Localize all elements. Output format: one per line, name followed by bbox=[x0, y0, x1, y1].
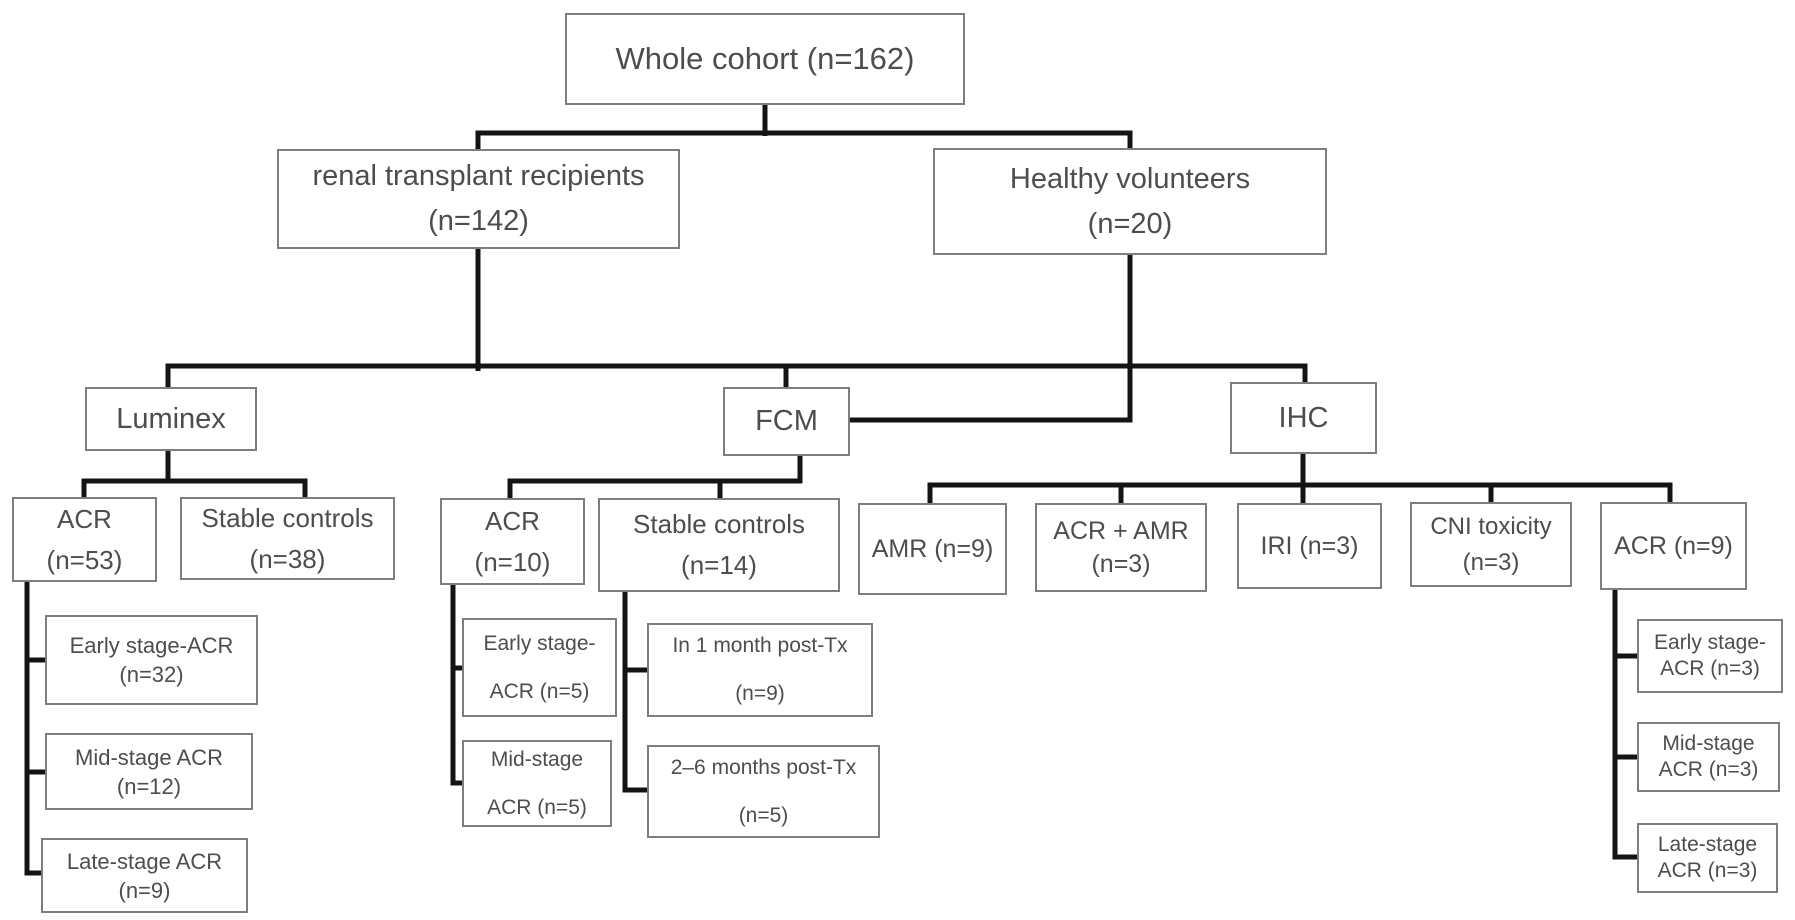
node-healthy-volunteers-label: Healthy volunteers bbox=[1009, 162, 1251, 195]
node-fcm-1-month-post-tx: In 1 month post-Tx (n=9) bbox=[647, 623, 873, 717]
node-fcm-2-6-months-post-tx: 2–6 months post-Tx (n=5) bbox=[647, 745, 880, 838]
node-healthy-volunteers-count: (n=20) bbox=[1087, 207, 1173, 240]
node-ihc-early-stage-acr-label: Early stage- bbox=[1653, 631, 1767, 654]
connector-luminex-branch bbox=[81, 478, 308, 500]
node-whole-cohort: Whole cohort (n=162) bbox=[565, 13, 965, 105]
node-luminex-mid-stage-acr-label: Mid-stage ACR bbox=[75, 744, 223, 770]
node-luminex-stable-controls-label: Stable controls bbox=[201, 502, 374, 533]
node-ihc-acr: ACR (n=9) bbox=[1600, 502, 1747, 590]
node-fcm-label: FCM bbox=[755, 405, 818, 437]
node-fcm-1-month-post-tx-count: (n=9) bbox=[735, 682, 785, 705]
node-luminex-mid-stage-acr: Mid-stage ACR (n=12) bbox=[45, 733, 253, 810]
node-ihc-late-stage-acr-count: ACR (n=3) bbox=[1657, 859, 1758, 882]
connector-ihc-branch bbox=[927, 482, 1673, 506]
node-fcm-2-6-months-post-tx-label: 2–6 months post-Tx bbox=[670, 755, 857, 779]
node-ihc-acr-amr: ACR + AMR (n=3) bbox=[1035, 503, 1207, 592]
node-ihc-acr-amr-label: ACR + AMR bbox=[1053, 516, 1189, 545]
node-ihc-amr: AMR (n=9) bbox=[858, 503, 1007, 595]
node-renal-transplant-recipients-label: renal transplant recipients bbox=[312, 160, 645, 192]
node-fcm-mid-stage-acr-count: ACR (n=5) bbox=[487, 795, 587, 819]
node-ihc-label: IHC bbox=[1278, 401, 1329, 434]
node-fcm-stable-controls: Stable controls (n=14) bbox=[598, 498, 840, 592]
node-ihc-mid-stage-acr-label: Mid-stage bbox=[1662, 732, 1755, 755]
connector-fcm-acr-spine bbox=[450, 583, 464, 786]
node-luminex-late-stage-acr-count: (n=9) bbox=[118, 877, 171, 903]
connector-method-branch bbox=[165, 363, 1308, 390]
node-fcm-1-month-post-tx-label: In 1 month post-Tx bbox=[672, 634, 848, 657]
node-fcm-stable-controls-label: Stable controls bbox=[633, 509, 805, 539]
node-ihc-cni-toxicity-count: (n=3) bbox=[1462, 548, 1520, 576]
node-ihc-early-stage-acr: Early stage- ACR (n=3) bbox=[1637, 619, 1783, 693]
node-ihc-cni-toxicity: CNI toxicity (n=3) bbox=[1410, 502, 1572, 587]
node-ihc-acr-label: ACR (n=9) bbox=[1614, 531, 1733, 560]
node-luminex-early-stage-acr-label: Early stage-ACR bbox=[69, 633, 234, 658]
node-ihc-late-stage-acr-label: Late-stage bbox=[1657, 833, 1758, 856]
connector-top-branch bbox=[475, 130, 1133, 151]
node-luminex-acr-label: ACR bbox=[57, 503, 112, 534]
node-ihc-mid-stage-acr: Mid-stage ACR (n=3) bbox=[1637, 722, 1780, 792]
node-luminex-acr: ACR (n=53) bbox=[12, 497, 157, 582]
node-luminex-stable-controls-count: (n=38) bbox=[249, 543, 326, 574]
node-ihc-early-stage-acr-count: ACR (n=3) bbox=[1660, 657, 1760, 680]
node-fcm-mid-stage-acr: Mid-stage ACR (n=5) bbox=[462, 740, 612, 827]
node-luminex-early-stage-acr-count: (n=32) bbox=[119, 662, 184, 687]
node-fcm-acr-count: (n=10) bbox=[474, 546, 551, 577]
node-ihc-iri-label: IRI (n=3) bbox=[1260, 531, 1359, 560]
node-fcm: FCM bbox=[723, 387, 850, 456]
node-healthy-volunteers: Healthy volunteers (n=20) bbox=[933, 148, 1327, 255]
node-ihc-amr-label: AMR (n=9) bbox=[871, 534, 994, 563]
node-ihc-acr-amr-count: (n=3) bbox=[1091, 549, 1151, 578]
connector-luminex-acr-spine bbox=[24, 580, 46, 876]
node-fcm-2-6-months-post-tx-count: (n=5) bbox=[738, 803, 789, 827]
node-fcm-mid-stage-acr-label: Mid-stage bbox=[490, 747, 584, 771]
node-renal-transplant-recipients-count: (n=142) bbox=[428, 205, 529, 237]
node-luminex-stable-controls: Stable controls (n=38) bbox=[180, 497, 395, 580]
node-luminex-mid-stage-acr-count: (n=12) bbox=[116, 773, 182, 799]
node-whole-cohort-label: Whole cohort (n=162) bbox=[615, 41, 915, 76]
node-fcm-early-stage-acr-count: ACR (n=5) bbox=[489, 679, 590, 703]
node-ihc-mid-stage-acr-count: ACR (n=3) bbox=[1658, 758, 1759, 781]
node-luminex: Luminex bbox=[85, 387, 257, 451]
node-luminex-late-stage-acr: Late-stage ACR (n=9) bbox=[41, 838, 248, 913]
connector-fcm-stable-spine bbox=[622, 590, 649, 793]
node-ihc-iri: IRI (n=3) bbox=[1237, 503, 1382, 589]
connector-fcm-branch bbox=[507, 478, 802, 501]
node-ihc-late-stage-acr: Late-stage ACR (n=3) bbox=[1637, 823, 1778, 893]
node-ihc-cni-toxicity-label: CNI toxicity bbox=[1430, 512, 1552, 540]
node-fcm-acr: ACR (n=10) bbox=[440, 498, 585, 585]
node-luminex-label: Luminex bbox=[116, 402, 226, 435]
node-luminex-early-stage-acr: Early stage-ACR (n=32) bbox=[45, 615, 258, 705]
connector-healthy-to-fcm bbox=[848, 255, 1133, 423]
node-renal-transplant-recipients: renal transplant recipients (n=142) bbox=[277, 149, 680, 249]
node-fcm-early-stage-acr-label: Early stage- bbox=[483, 631, 596, 655]
node-fcm-stable-controls-count: (n=14) bbox=[681, 550, 757, 580]
node-luminex-late-stage-acr-label: Late-stage ACR bbox=[66, 848, 223, 874]
node-ihc: IHC bbox=[1230, 382, 1377, 454]
node-fcm-acr-label: ACR bbox=[485, 505, 540, 536]
connector-ihc-acr-spine bbox=[1612, 588, 1639, 860]
node-luminex-acr-count: (n=53) bbox=[46, 544, 123, 575]
node-fcm-early-stage-acr: Early stage- ACR (n=5) bbox=[462, 618, 617, 717]
